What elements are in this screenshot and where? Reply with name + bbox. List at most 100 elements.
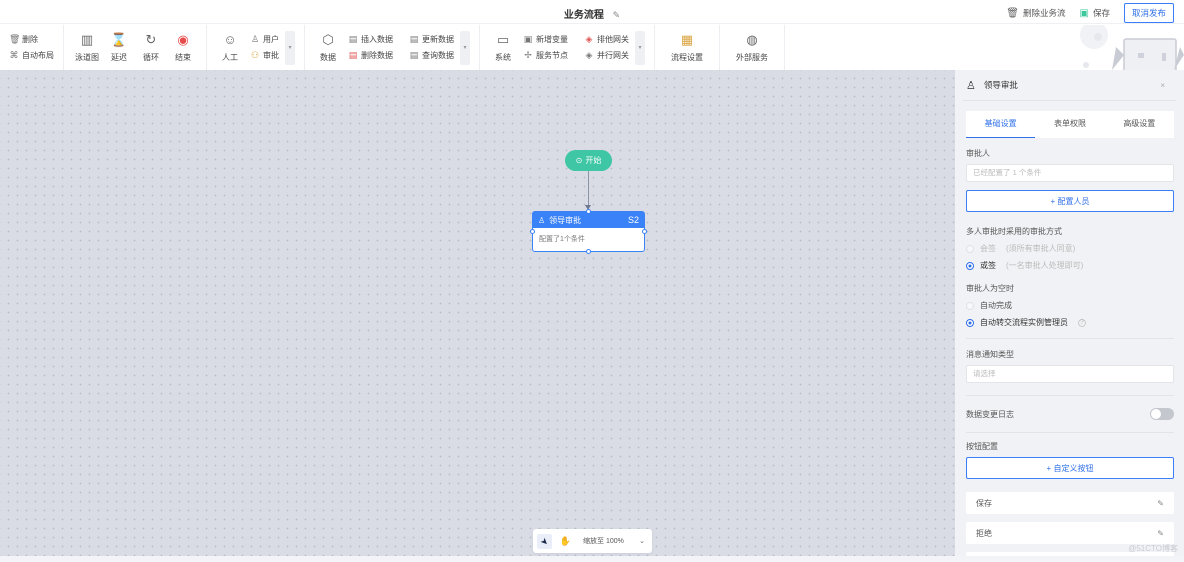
or-sign-label: 或签	[980, 261, 996, 270]
radio-transfer-admin-input[interactable]	[966, 318, 974, 327]
custom-button-button[interactable]: + 自定义按钮	[966, 457, 1174, 479]
radio-or-sign[interactable]: 或签 (一名审批人处理即可)	[966, 260, 1173, 271]
tab-basic-settings[interactable]: 基础设置	[966, 111, 1036, 138]
loop-tool[interactable]: ↻ 循环	[137, 31, 165, 63]
decorative-illustration	[1064, 25, 1184, 70]
update-data-tool[interactable]: ▤ 更新数据	[409, 34, 454, 45]
radio-transfer-admin[interactable]: 自动转交流程实例管理员 ?	[966, 317, 1173, 328]
tab-form-permissions[interactable]: 表单权限	[1053, 119, 1086, 128]
service-node-label: 服务节点	[536, 51, 568, 60]
loop-icon: ↻	[145, 31, 157, 47]
connect-handle-top[interactable]	[586, 209, 591, 214]
cancel-publish-button[interactable]: 取消发布	[1123, 3, 1174, 23]
connect-handle-bottom[interactable]	[586, 249, 591, 254]
radio-auto-complete[interactable]: 自动完成	[966, 300, 1173, 311]
system-tool[interactable]: ▭ 系统	[489, 32, 517, 63]
title-actions: 🗑 删除业务流 ▣ 保存 取消发布	[1006, 3, 1174, 23]
flow-settings-tool[interactable]: ▦ 流程设置	[669, 31, 705, 63]
countersign-label: 会签	[980, 244, 996, 253]
approver-field[interactable]: 已经配置了 1 个条件	[966, 164, 1174, 182]
exclusive-gateway-label: 排他网关	[597, 35, 629, 44]
help-icon[interactable]: ?	[1078, 318, 1086, 327]
pointer-tool[interactable]: ➤	[537, 533, 552, 549]
insert-data-tool[interactable]: ▤ 插入数据	[348, 34, 393, 45]
add-variable-tool[interactable]: ▣ 新增变量	[523, 34, 568, 45]
hand-icon: ✋	[559, 535, 572, 546]
radio-or-sign-input[interactable]	[966, 261, 974, 270]
swimlane-tool[interactable]: ▥ 泳道图	[73, 31, 101, 63]
start-node[interactable]: ⊙ 开始	[565, 150, 612, 171]
query-data-label: 查询数据	[422, 51, 454, 60]
exclusive-gateway-tool[interactable]: ◈ 排他网关	[584, 34, 629, 45]
delete-flow-button[interactable]: 🗑 删除业务流	[1006, 7, 1065, 19]
data-tool[interactable]: ⬡ 数据	[314, 31, 342, 63]
auto-layout-tool[interactable]: ⌘ 自动布局	[9, 50, 55, 61]
change-log-label: 数据变更日志	[966, 409, 1014, 419]
radio-auto-complete-input[interactable]	[966, 301, 974, 310]
multi-mode-label: 多人审批时采用的审批方式	[966, 227, 1062, 236]
stop-icon: ◉	[177, 31, 189, 47]
cube-icon: ⬡	[322, 31, 334, 47]
close-icon[interactable]: ×	[1160, 80, 1165, 90]
change-log-toggle[interactable]	[1150, 408, 1174, 420]
change-log-row: 数据变更日志	[966, 408, 1174, 420]
end-tool[interactable]: ◉ 结束	[169, 31, 197, 63]
external-service-tool[interactable]: ◍ 外部服务	[734, 31, 770, 63]
human-tool[interactable]: ☺ 人工	[216, 32, 244, 63]
delay-tool[interactable]: ⌛ 延迟	[105, 31, 133, 63]
button-item-save[interactable]: 保存 ✎	[966, 492, 1174, 514]
toolbar-settings-group: ▦ 流程设置	[655, 25, 720, 70]
data-more-button[interactable]: ▾	[460, 30, 470, 65]
connect-handle-left[interactable]	[530, 229, 535, 234]
delete-tool[interactable]: 🗑 删除	[9, 34, 54, 45]
toolbar-external-group: ◍ 外部服务	[720, 25, 785, 70]
edit-icon[interactable]: ✎	[1157, 498, 1164, 508]
empty-approver-label: 审批人为空时	[966, 284, 1014, 293]
radio-countersign-input[interactable]	[966, 244, 974, 253]
notify-type-select[interactable]: 请选择	[966, 365, 1174, 383]
user-tool[interactable]: ♙ 用户	[250, 34, 279, 45]
approve-node[interactable]: ♙ 领导审批 S2 配置了1个条件	[532, 211, 645, 252]
countersign-hint: (须所有审批人同意)	[1006, 244, 1076, 253]
flow-edge[interactable]	[588, 171, 589, 208]
divider	[966, 338, 1174, 339]
external-service-label: 外部服务	[736, 52, 768, 62]
loop-label: 循环	[143, 52, 159, 62]
pointer-icon: ➤	[537, 535, 551, 548]
globe-icon: ◍	[746, 31, 758, 47]
panel-title: 领导审批	[983, 80, 1018, 90]
approve-tool[interactable]: ⚇ 审批	[250, 50, 279, 61]
connect-handle-right[interactable]	[642, 229, 647, 234]
end-label: 结束	[175, 52, 191, 62]
save-button[interactable]: ▣ 保存	[1080, 7, 1110, 19]
query-data-tool[interactable]: ▤ 查询数据	[409, 50, 454, 61]
start-icon: ⊙	[575, 156, 583, 165]
config-people-button[interactable]: + 配置人员	[966, 190, 1174, 212]
flow-settings-label: 流程设置	[671, 52, 703, 62]
service-node-tool[interactable]: ✢ 服务节点	[523, 50, 568, 61]
edit-icon[interactable]: ✎	[1157, 528, 1164, 538]
system-more-button[interactable]: ▾	[635, 30, 645, 65]
delete-data-tool[interactable]: ▤ 删除数据	[348, 50, 393, 61]
zoom-dropdown-chevron-icon[interactable]: ⌄	[639, 538, 645, 545]
flow-settings-icon: ▦	[680, 31, 694, 47]
hand-tool[interactable]: ✋	[558, 534, 573, 549]
toolbar-data-group: ⬡ 数据 ▤ 插入数据 ▤ 删除数据 ▤ 更新数据 ▤	[305, 25, 480, 70]
swimlane-label: 泳道图	[75, 52, 99, 62]
auto-layout-icon: ⌘	[9, 50, 19, 60]
human-more-button[interactable]: ▾	[285, 30, 295, 65]
add-variable-label: 新增变量	[536, 35, 568, 44]
hourglass-icon: ⌛	[110, 31, 128, 47]
tab-advanced-settings[interactable]: 高级设置	[1123, 119, 1156, 128]
swimlane-icon: ▥	[80, 31, 94, 47]
radio-countersign[interactable]: 会签 (须所有审批人同意)	[966, 243, 1173, 254]
variable-icon: ▣	[523, 34, 533, 44]
button-item-reject[interactable]: 拒绝 ✎	[966, 522, 1174, 544]
query-data-icon: ▤	[409, 50, 419, 60]
edit-title-icon[interactable]: ✎	[612, 10, 621, 20]
approver-label: 审批人	[966, 149, 990, 158]
flow-canvas[interactable]	[0, 70, 955, 556]
toolbar: 🗑 删除 ⌘ 自动布局 ▥ 泳道图 ⌛ 延迟 ↻ 循环	[0, 25, 1184, 70]
parallel-gateway-tool[interactable]: ◈ 并行网关	[584, 50, 629, 61]
